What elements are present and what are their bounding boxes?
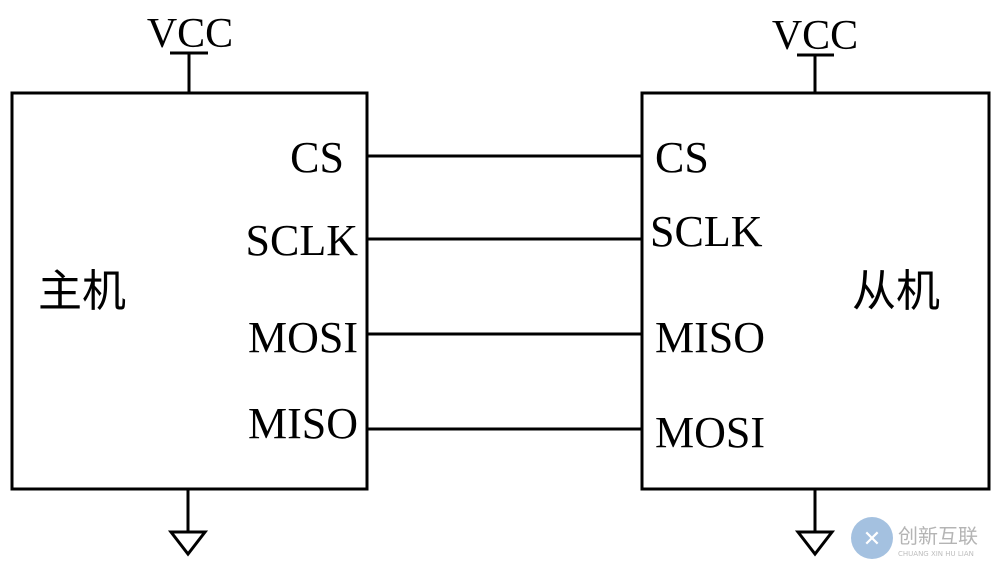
slave-pin-miso: MISO — [655, 313, 765, 362]
watermark: ✕ 创新互联 CHUANG XIN HU LIAN — [851, 517, 978, 559]
svg-text:✕: ✕ — [863, 527, 881, 552]
master-pin-cs: CS — [290, 133, 344, 182]
master-pin-sclk: SCLK — [246, 216, 359, 265]
master-ground-icon — [167, 489, 209, 557]
master-name: 主机 — [38, 266, 126, 317]
watermark-sub: CHUANG XIN HU LIAN — [898, 550, 974, 558]
master-block: VCC 主机 CS SCLK MOSI MISO — [10, 11, 369, 557]
slave-ground-icon — [794, 489, 836, 557]
slave-pin-mosi: MOSI — [655, 408, 765, 457]
master-pin-miso: MISO — [248, 399, 358, 448]
connection-wires — [367, 154, 642, 431]
slave-vcc-label: VCC — [772, 13, 858, 59]
watermark-name: 创新互联 — [898, 524, 978, 548]
slave-pin-sclk: SCLK — [650, 207, 763, 256]
watermark-logo-icon — [851, 517, 893, 559]
master-pin-mosi: MOSI — [248, 313, 358, 362]
slave-name: 从机 — [852, 266, 940, 317]
slave-pin-cs: CS — [655, 133, 709, 182]
master-vcc-label: VCC — [147, 11, 233, 57]
slave-block: VCC 从机 CS SCLK MISO MOSI — [640, 13, 991, 557]
